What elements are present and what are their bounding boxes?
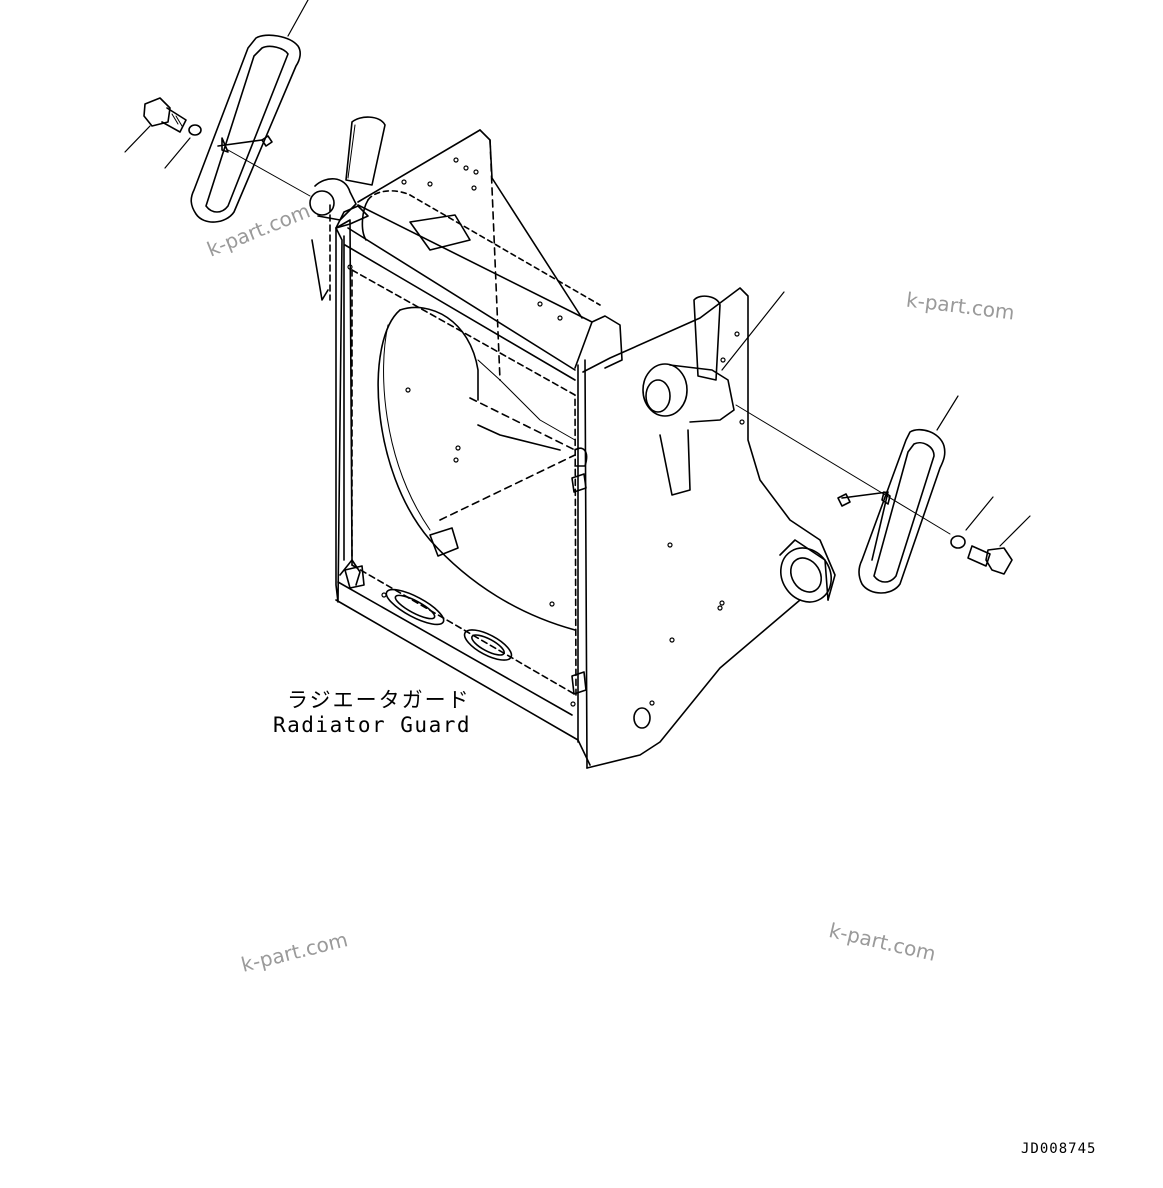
drawing-code: JD008745: [1021, 1141, 1097, 1157]
guard-right: [721, 291, 1031, 594]
frame-holes: [347, 157, 745, 707]
radiator-frame: [329, 129, 836, 769]
caption-japanese: ラジエータガード: [287, 688, 471, 712]
radiator-hoses: [309, 116, 735, 496]
caption-english: Radiator Guard: [273, 713, 472, 737]
guard-left: [124, 0, 311, 223]
